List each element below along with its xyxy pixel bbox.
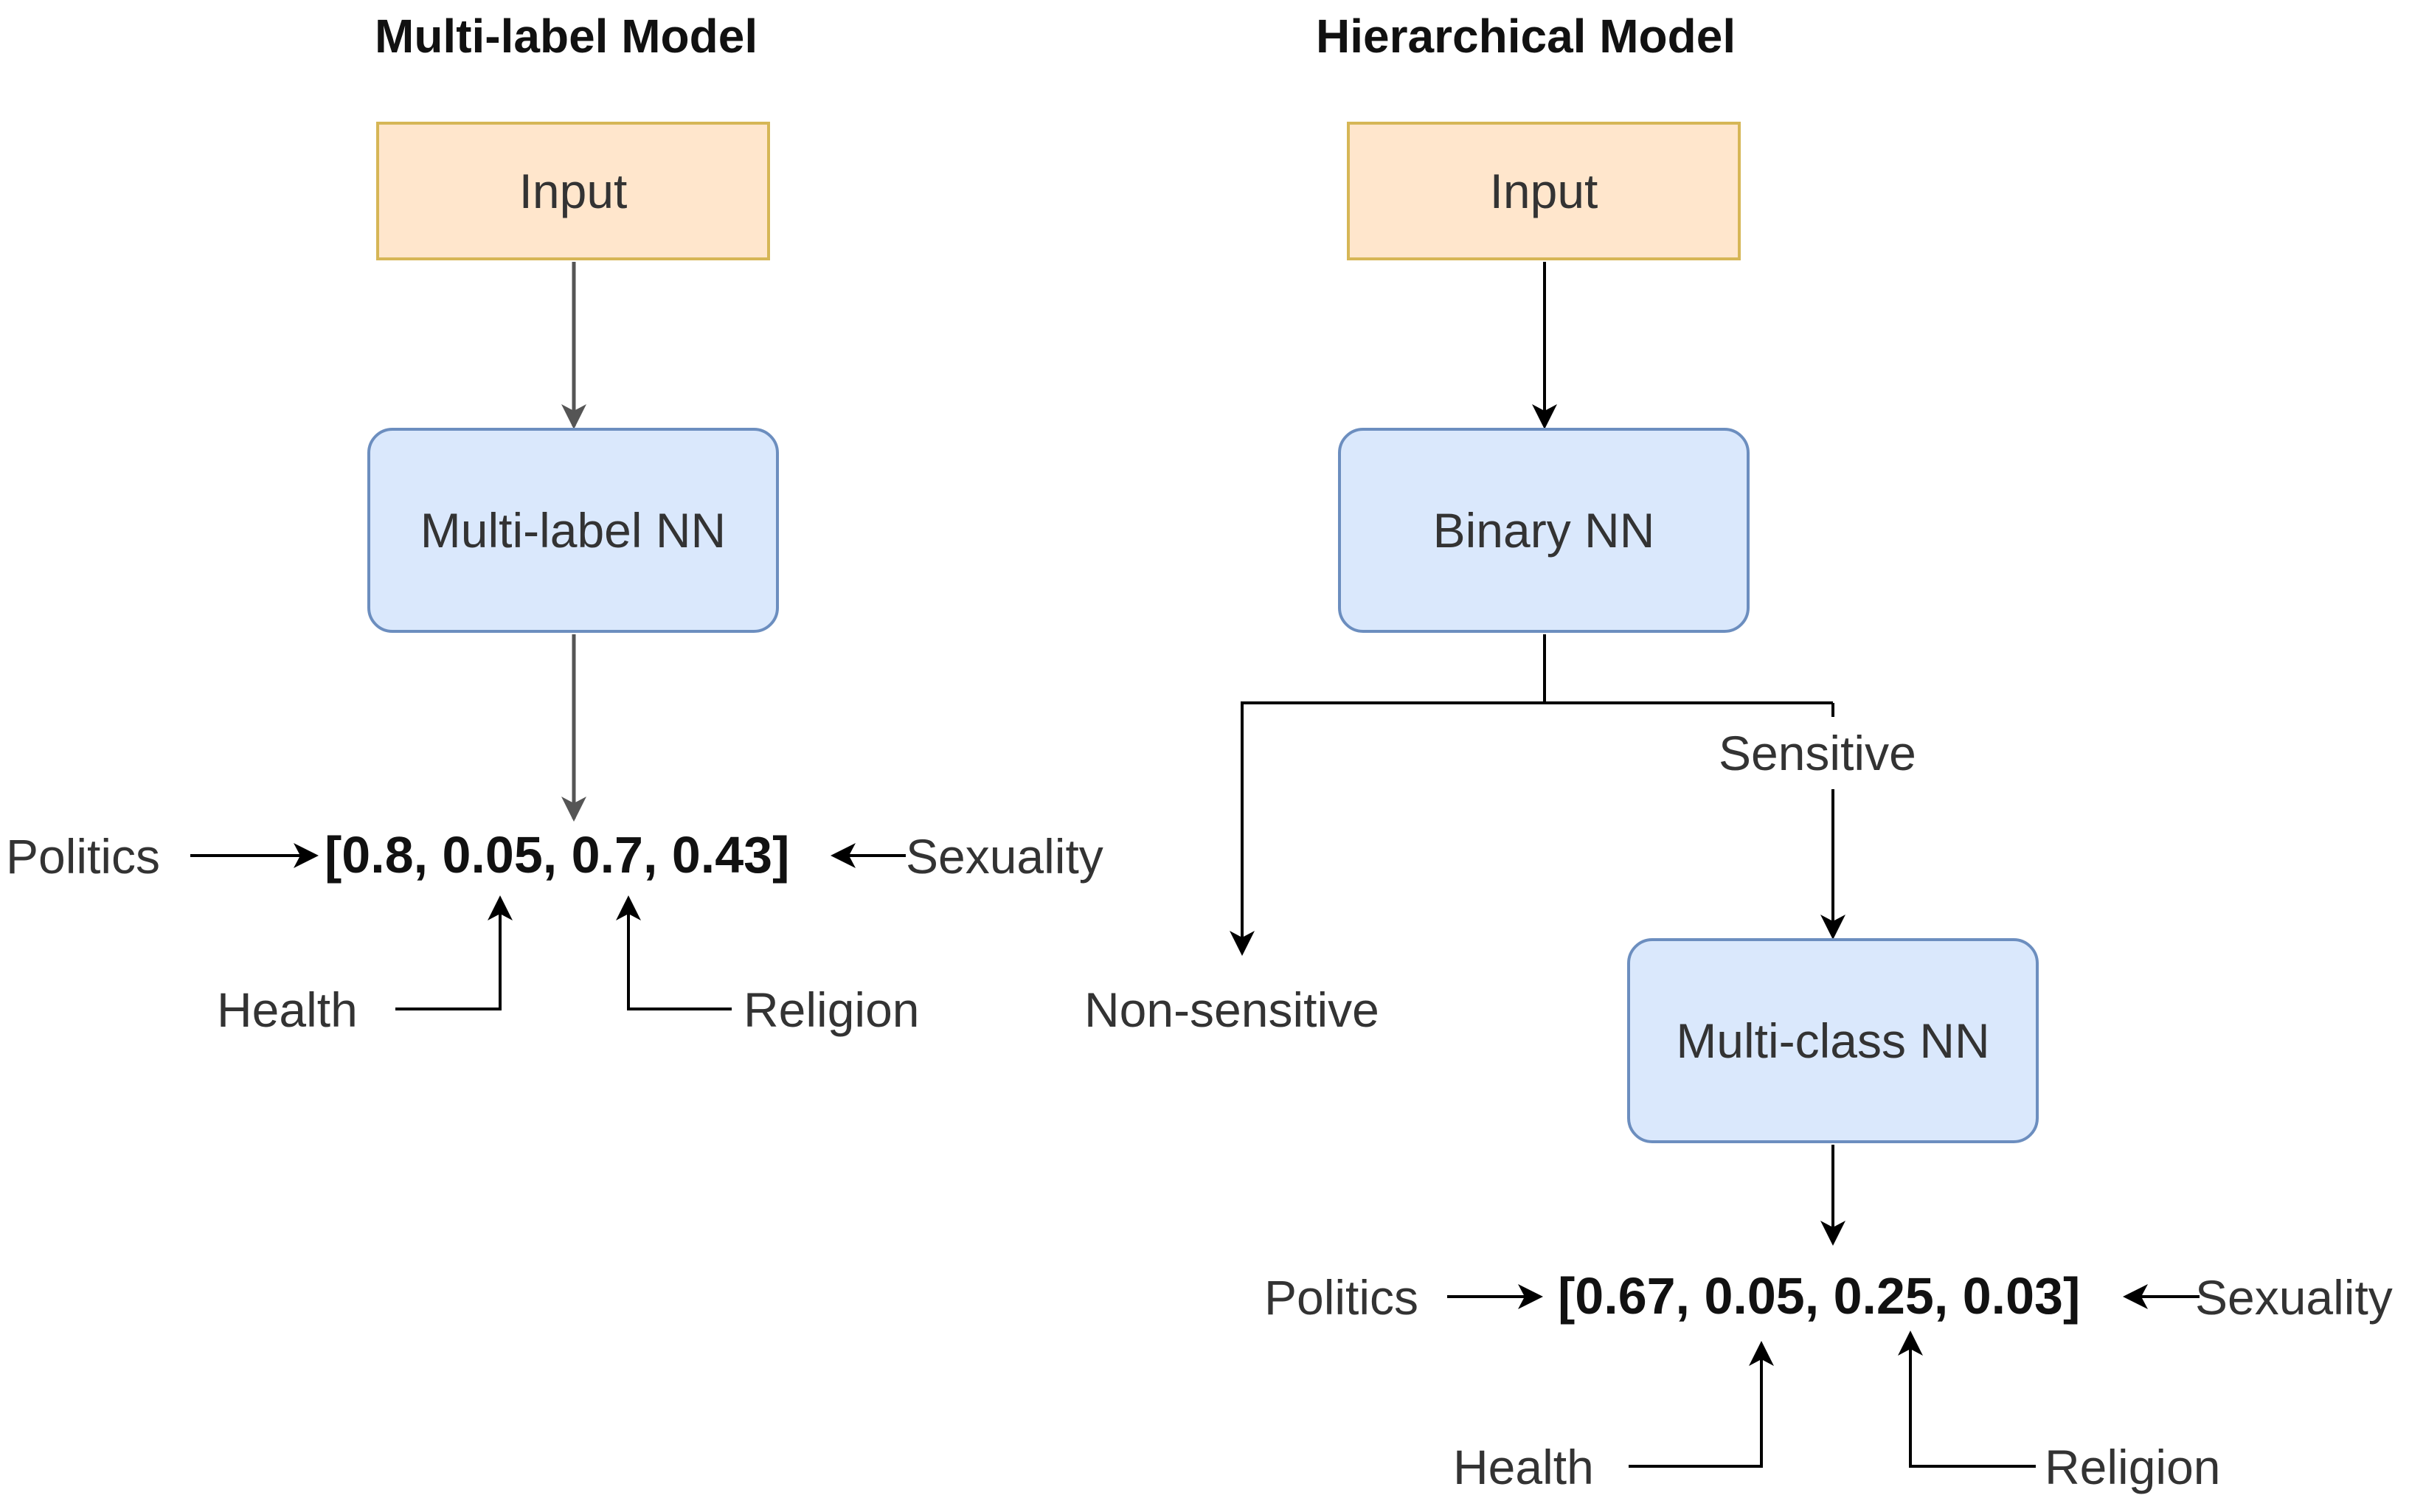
binary-nn-label: Binary NN xyxy=(1432,503,1655,558)
arrow-health-left xyxy=(395,895,513,1010)
branch-sensitive-label: Sensitive xyxy=(1719,726,1916,780)
hierarchical-politics-label: Politics xyxy=(1264,1270,1419,1325)
arrow-religion-right xyxy=(1898,1331,2036,1468)
multilabel-title: Multi-label Model xyxy=(375,10,758,63)
hierarchical-title: Hierarchical Model xyxy=(1316,10,1736,63)
hierarchical-output-vector: [0.67, 0.05, 0.25, 0.03] xyxy=(1558,1267,2081,1325)
edge-binary-nn-branch xyxy=(1230,634,1546,956)
multilabel-politics-label: Politics xyxy=(6,829,161,884)
multilabel-nn-label: Multi-label NN xyxy=(420,503,727,558)
hierarchical-health-label: Health xyxy=(1453,1440,1594,1494)
hierarchical-religion-label: Religion xyxy=(2045,1440,2221,1494)
arrow-health-right xyxy=(1629,1341,1774,1468)
hierarchical-input-label: Input xyxy=(1489,164,1598,218)
multilabel-input-label: Input xyxy=(519,164,628,218)
multiclass-nn-node: Multi-class NN xyxy=(1627,938,2039,1143)
arrow-religion-left xyxy=(616,895,732,1010)
multilabel-input-node: Input xyxy=(376,122,770,260)
multilabel-output-vector: [0.8, 0.05, 0.7, 0.43] xyxy=(325,826,790,884)
multilabel-sexuality-label: Sexuality xyxy=(906,829,1103,884)
multiclass-nn-label: Multi-class NN xyxy=(1676,1013,1990,1068)
branch-non-sensitive-label: Non-sensitive xyxy=(1084,982,1379,1037)
multilabel-religion-label: Religion xyxy=(744,982,920,1037)
hierarchical-input-node: Input xyxy=(1347,122,1741,260)
binary-nn-node: Binary NN xyxy=(1338,428,1750,633)
multilabel-health-label: Health xyxy=(217,982,358,1037)
hierarchical-sexuality-label: Sexuality xyxy=(2195,1270,2393,1325)
multilabel-nn-node: Multi-label NN xyxy=(367,428,779,633)
